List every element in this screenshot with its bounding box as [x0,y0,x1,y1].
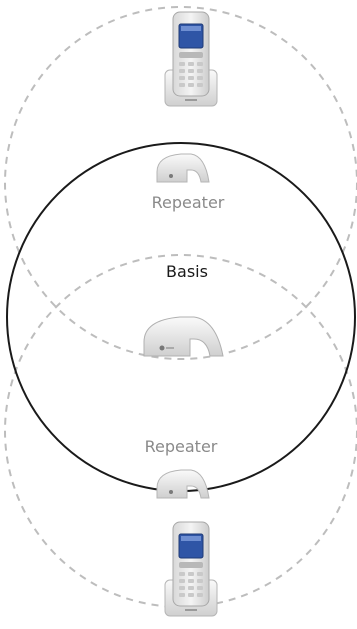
basis-label: Basis [166,262,208,281]
repeater-bottom-icon [156,469,210,499]
handset-top-icon [164,11,218,107]
repeater-top-label: Repeater [151,193,225,212]
basis-icon [143,316,224,357]
top-repeater-range [4,6,357,360]
repeater-top-icon [156,153,210,183]
repeater-bottom-label: Repeater [144,437,218,456]
handset-bottom-icon [164,521,218,617]
